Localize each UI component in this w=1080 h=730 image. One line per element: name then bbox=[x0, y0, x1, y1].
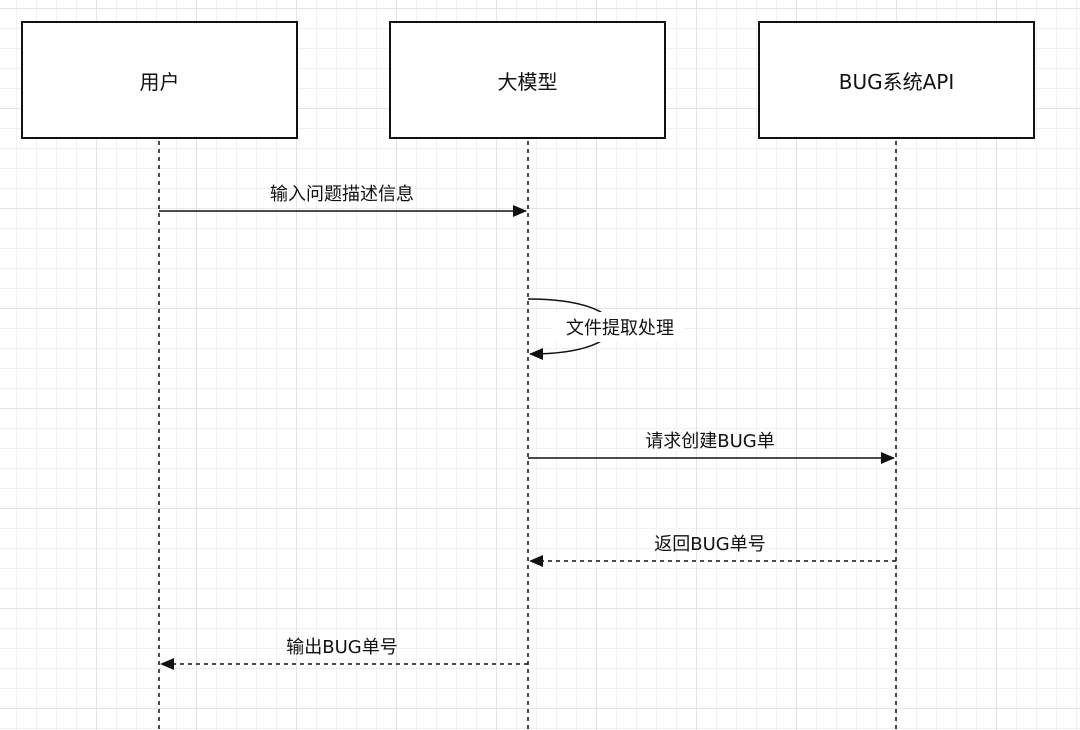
message-label-create-bug: 请求创建BUG单 bbox=[645, 431, 774, 452]
message-label-background bbox=[553, 312, 683, 342]
message-label-file-extraction: 文件提取处理 bbox=[566, 318, 674, 339]
message-label-return-bug-id: 返回BUG单号 bbox=[654, 534, 765, 555]
participant-bug-api-label: BUG系统API bbox=[838, 69, 955, 94]
message-label-output-bug-id: 输出BUG单号 bbox=[286, 637, 397, 658]
participant-user[interactable]: 用户 bbox=[21, 21, 298, 139]
participant-user-label: 用户 bbox=[139, 69, 180, 94]
participant-llm[interactable]: 大模型 bbox=[389, 21, 666, 139]
participant-llm-label: 大模型 bbox=[497, 69, 558, 94]
participant-bug-api[interactable]: BUG系统API bbox=[758, 21, 1035, 139]
message-label-input-description: 输入问题描述信息 bbox=[270, 184, 414, 205]
